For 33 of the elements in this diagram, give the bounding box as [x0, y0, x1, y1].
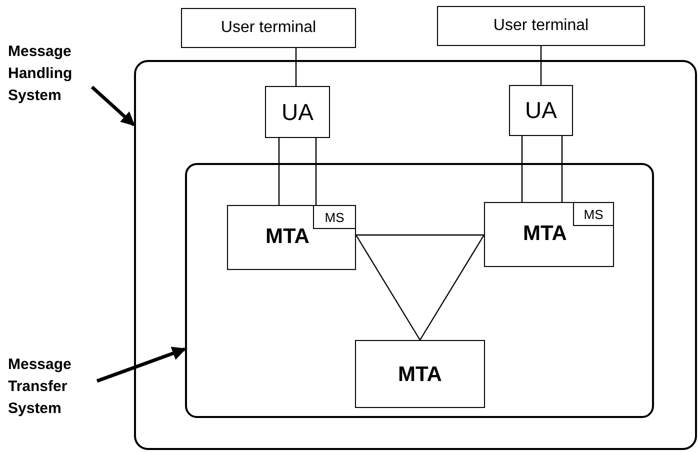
node-label: MTA: [523, 223, 567, 244]
node-label: MTA: [266, 226, 310, 247]
store-box: [313, 205, 356, 229]
connector-line: [356, 234, 484, 236]
callout-label: Message Transfer System: [8, 355, 72, 419]
node-label: UA: [282, 100, 314, 124]
connector-line: [561, 136, 563, 202]
connector-line: [315, 138, 317, 205]
connector-line: [419, 234, 485, 340]
callout-label: Message Handling System: [8, 42, 74, 106]
leader-arrow: [96, 346, 186, 383]
agent-box: [509, 85, 573, 136]
agent-box: [265, 86, 330, 138]
transfer-agent-box: [355, 340, 485, 408]
transfer-agent-box: [227, 205, 356, 270]
connector-line: [295, 48, 297, 86]
node-label: UA: [525, 99, 557, 122]
system-boundary: [134, 60, 697, 450]
system-boundary: [185, 163, 654, 418]
node-label: MS: [324, 210, 344, 224]
transfer-agent-box: [484, 202, 614, 267]
node-label: User terminal: [220, 20, 316, 36]
leader-arrow: [90, 86, 136, 126]
connector-line: [278, 138, 280, 205]
connector-line: [521, 136, 523, 202]
node-label: User terminal: [493, 18, 589, 34]
terminal-box: [437, 6, 645, 46]
node-label: MTA: [398, 364, 442, 384]
terminal-box: [181, 8, 356, 48]
store-box: [573, 202, 614, 226]
connector-line: [540, 46, 542, 85]
connector-line: [355, 234, 421, 340]
node-label: MS: [584, 208, 604, 220]
